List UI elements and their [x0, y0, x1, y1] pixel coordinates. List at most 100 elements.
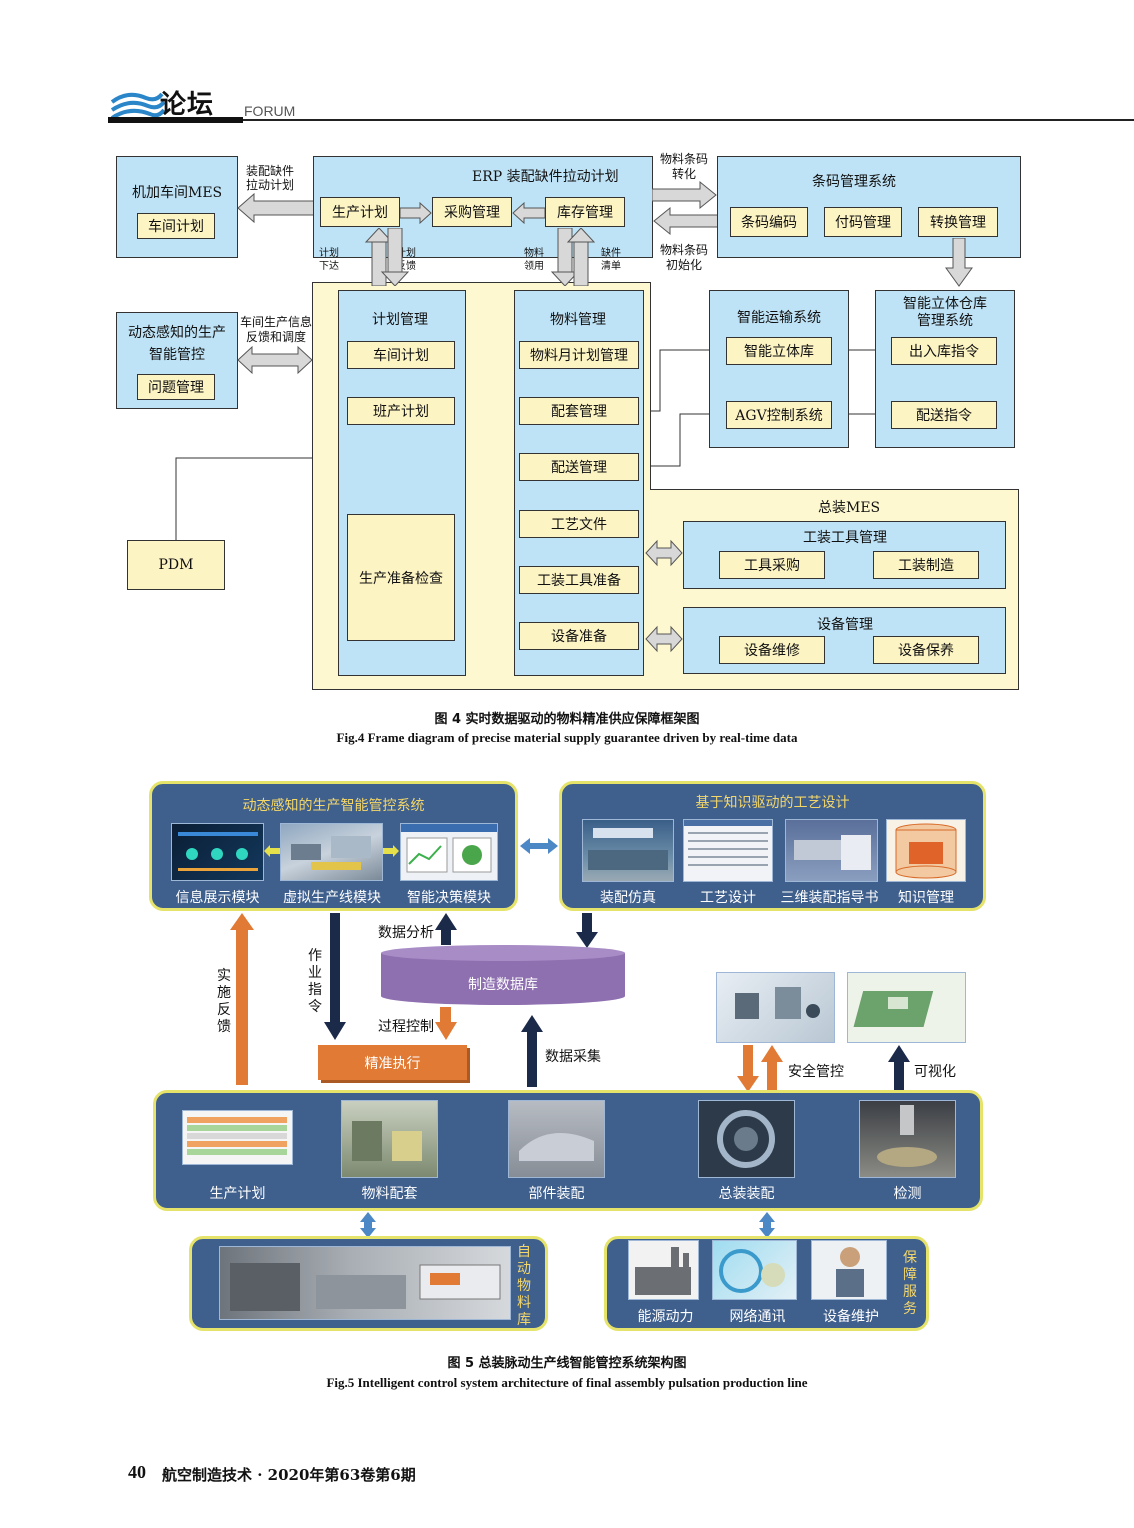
material-item-monthly-plan: 物料月计划管理: [519, 341, 639, 369]
plan-item-shift-plan: 班产计划: [347, 397, 455, 425]
arrow-left-icon: [653, 206, 718, 236]
arrow-right-icon: [400, 202, 432, 224]
arrow-left-icon: [512, 202, 545, 224]
machining-mes-title: 机加车间MES: [132, 185, 223, 201]
decision-module-label: 智能决策模块: [407, 890, 491, 906]
precise-execution-label: 精准执行: [364, 1056, 421, 1072]
double-arrow-icon: [645, 539, 683, 567]
fig4-caption-cn: 图 4 实时数据驱动的物料精准供应保障框架图: [434, 712, 700, 727]
auto-material-image: [219, 1246, 511, 1320]
double-arrow-vertical-icon: [550, 228, 580, 286]
barcode-item-convert: 转换管理: [918, 207, 998, 237]
equipment-mgmt-title: 设备管理: [817, 617, 873, 633]
erp-title: ERP 装配缺件拉动计划: [472, 169, 619, 185]
arrow-right-icon: [652, 180, 717, 210]
database-label: 制造数据库: [468, 977, 538, 993]
database-icon: [381, 945, 625, 1005]
forum-logo-icon: [110, 92, 166, 120]
fig5-caption-cn: 图 5 总装脉动生产线智能管控系统架构图: [447, 1356, 687, 1371]
material-item-tooling-prep: 工装工具准备: [519, 566, 639, 594]
transport-system-title: 智能运输系统: [737, 310, 821, 326]
info-module-label: 信息展示模块: [175, 890, 260, 906]
energy-label: 能源动力: [637, 1309, 694, 1325]
warehouse-item-io: 出入库指令: [891, 337, 997, 365]
knowledge-design-panel-title: 基于知识驱动的工艺设计: [695, 795, 850, 811]
inspection-image: [859, 1100, 956, 1178]
erp-arrow-label-plan-feedback: 计划 反馈: [396, 248, 416, 272]
erp-item-inventory: 库存管理: [545, 197, 625, 227]
dynamic-arrow-label: 车间生产信息 反馈和调度: [240, 315, 313, 344]
barcode-label-top: 物料条码 转化: [660, 152, 709, 181]
3d-instruction-image: [785, 819, 878, 882]
production-plan-image: [182, 1110, 293, 1165]
decision-module-image: [400, 823, 498, 881]
double-arrow-icon: [237, 345, 313, 375]
warehouse-item-delivery: 配送指令: [891, 401, 997, 429]
erp-mes-arrow-label: 装配缺件 拉动计划: [246, 164, 295, 192]
erp-item-purchase: 采购管理: [432, 197, 512, 227]
barcode-system-title: 条码管理系统: [812, 174, 896, 190]
double-arrow-icon: [645, 625, 683, 653]
plan-item-workshop-plan: 车间计划: [347, 341, 455, 369]
process-control-label: 过程控制: [378, 1019, 434, 1035]
material-kitting-label: 物料配套: [361, 1186, 418, 1202]
info-dashboard-image: [171, 823, 264, 881]
visualization-image: [847, 972, 966, 1043]
network-label: 网络通讯: [729, 1309, 786, 1325]
header-subtitle-en: FORUM: [244, 103, 296, 119]
equipment-item-maintenance: 设备保养: [873, 636, 979, 664]
pdm-box: PDM: [127, 540, 225, 590]
arrow-right-icon: [383, 845, 399, 857]
fig5-caption-en: Fig.5 Intelligent control system archite…: [326, 1375, 808, 1390]
safety-sensor-image: [716, 972, 835, 1043]
arrow-down-icon: [945, 238, 973, 287]
warehouse-system-title: 智能立体仓库 管理系统: [903, 296, 987, 329]
erp-item-production-plan: 生产计划: [320, 197, 400, 227]
3d-instruction-label: 三维装配指导书: [780, 890, 879, 906]
inspection-label: 检测: [893, 1186, 922, 1202]
energy-image: [628, 1240, 699, 1300]
plan-mgmt-title: 计划管理: [372, 312, 428, 328]
figure-5: 动态感知的生产智能管控系统 信息展示模块 虚拟生产线模块 智能决策模块 基于知识…: [149, 781, 986, 1390]
erp-arrow-label-material-use: 物料 领用: [524, 248, 544, 272]
double-arrow-vertical-icon: [566, 228, 596, 286]
final-assembly-label: 总装装配: [718, 1186, 775, 1202]
barcode-item-encoding: 条码编码: [730, 207, 808, 237]
material-kitting-image: [341, 1100, 438, 1178]
process-design-image: [683, 819, 773, 882]
material-item-kitting: 配套管理: [519, 397, 639, 425]
visualization-label: 可视化: [914, 1064, 956, 1080]
maintenance-image: [811, 1240, 887, 1300]
tooling-mgmt-title: 工装工具管理: [803, 530, 887, 546]
fig4-caption-en: Fig.4 Frame diagram of precise material …: [336, 730, 798, 745]
erp-arrow-label-plan-issue: 计划 下达: [319, 248, 339, 272]
dynamic-control-title: 动态感知的生产 智能管控: [128, 325, 226, 363]
support-service-title: 保障服务: [903, 1250, 917, 1317]
virtual-line-image: [280, 823, 383, 881]
safety-control-label: 安全管控: [788, 1064, 844, 1080]
barcode-item-assign: 付码管理: [824, 207, 902, 237]
barcode-label-bottom: 物料条码 初始化: [660, 243, 709, 272]
knowledge-mgmt-image: [886, 819, 966, 882]
arrow-left-icon: [264, 845, 280, 857]
header-rule: [108, 119, 1134, 121]
header-rule-accent: [108, 117, 243, 123]
part-assembly-label: 部件装配: [528, 1186, 585, 1202]
process-design-label: 工艺设计: [700, 890, 756, 906]
part-assembly-image: [508, 1100, 605, 1178]
journal-name: 航空制造技术 · 2020年第63卷第6期: [162, 1466, 416, 1484]
auto-material-title: 自动物料库: [517, 1244, 531, 1328]
dynamic-control-item: 问题管理: [137, 374, 215, 400]
maintenance-label: 设备维护: [823, 1309, 879, 1325]
fig5-arrows: [230, 913, 910, 1238]
erp-arrow-label-shortage: 缺件 清单: [601, 248, 621, 272]
knowledge-mgmt-label: 知识管理: [898, 890, 954, 906]
machining-mes-item: 车间计划: [137, 213, 215, 239]
tooling-item-making: 工装制造: [873, 551, 979, 579]
double-arrow-icon: [520, 838, 558, 854]
assembly-sim-image: [582, 819, 674, 882]
work-instruction-label: 作业指令: [308, 948, 322, 1015]
material-mgmt-title: 物料管理: [550, 312, 606, 328]
data-collection-label: 数据采集: [545, 1049, 601, 1065]
final-mes-title: 总装MES: [818, 500, 881, 516]
